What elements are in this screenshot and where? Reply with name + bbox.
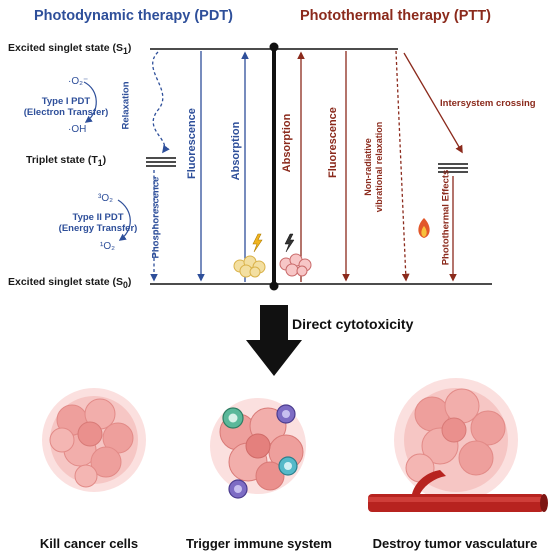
tumor-immune-icon <box>210 398 306 499</box>
intersystem-label: Intersystem crossing <box>440 98 536 109</box>
phosphorescence-label: Phosphorescence <box>150 176 162 259</box>
s0-state-label: Excited singlet state (S0) <box>8 276 132 291</box>
type1-out-species: ·OH <box>68 124 87 135</box>
immune-cell-icon <box>222 407 244 429</box>
nonrad-arrow <box>395 50 410 282</box>
lightning-icon <box>252 233 263 253</box>
immune-cell-icon <box>276 404 296 424</box>
type2-title: Type II PDT <box>72 212 124 223</box>
triplet-state-label: Triplet state (T1) <box>26 154 107 169</box>
intersystem-arrow <box>403 52 463 154</box>
divider-top-dot <box>269 42 279 52</box>
type2-subtitle: (Energy Transfer) <box>58 223 138 234</box>
immune-cell-icon <box>278 456 298 476</box>
relaxation-arrow <box>152 51 170 154</box>
pdt-header: Photodynamic therapy (PDT) <box>34 8 233 24</box>
type1-curve-arrow <box>83 81 97 123</box>
blood-vessel-icon <box>368 470 548 512</box>
ptt-header: Photothermal therapy (PTT) <box>300 8 491 24</box>
tumor-cells-icon <box>42 388 146 492</box>
cytotoxicity-caption: Direct cytotoxicity <box>292 316 414 332</box>
type1-subtitle: (Electron Transfer) <box>23 107 109 118</box>
cytotoxicity-arrow-icon <box>246 305 302 376</box>
photothermal-label: Photothermal Effects <box>440 169 452 266</box>
type1-in-species: ·O₂⁻ <box>68 76 89 87</box>
nonrad-label-line1: Non-radiative <box>363 138 373 196</box>
tumor-vasculature-icon <box>394 378 518 502</box>
absorption-pdt-label: Absorption <box>230 121 242 181</box>
type2-out-species: ¹O₂ <box>100 241 115 252</box>
fluorescence-ptt-label: Fluorescence <box>327 107 339 178</box>
immune-cell-icon <box>228 479 248 499</box>
type2-curve-arrow <box>117 199 131 241</box>
vasculature-caption: Destroy tumor vasculature <box>372 536 538 551</box>
nonrad-label-line2: vibrational relaxation <box>374 121 384 213</box>
kill-cancer-caption: Kill cancer cells <box>39 536 139 551</box>
pdt-photosensitizer-icon <box>233 255 266 278</box>
relaxation-label: Relaxation <box>120 81 132 130</box>
absorption-ptt-label: Absorption <box>281 113 293 173</box>
divider-bottom-dot <box>269 281 279 291</box>
type2-in-species: ³O₂ <box>98 193 113 204</box>
ptt-photothermal-agent-icon <box>279 253 312 277</box>
s1-state-label: Excited singlet state (S1) <box>8 42 132 57</box>
immune-caption: Trigger immune system <box>186 536 332 551</box>
lightning-icon <box>284 233 295 253</box>
fluorescence-pdt-label: Fluorescence <box>186 108 198 179</box>
type1-title: Type I PDT <box>41 96 91 107</box>
